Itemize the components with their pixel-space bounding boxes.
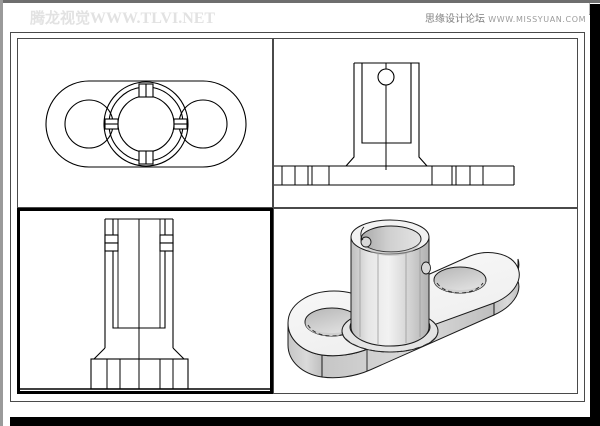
cylinder-edge-lines — [359, 249, 421, 344]
watermark-left: 腾龙视觉WWW.TLVI.NET — [30, 7, 215, 28]
watermark-right-url: WWW.MISSYUAN.COM — [488, 15, 587, 24]
watermark-right-cjk: 思缘设计论坛 — [425, 14, 485, 25]
boss-mid-circle — [108, 86, 184, 162]
header-bar: 腾龙视觉WWW.TLVI.NET 思缘设计论坛 WWW.MISSYUAN.COM — [3, 3, 589, 30]
top-view-drawing — [45, 80, 247, 168]
side-elevation-drawing — [274, 62, 515, 186]
rim-notches — [360, 236, 431, 275]
flange-hole-left-counterbore — [307, 324, 357, 337]
keyway-notches — [104, 234, 174, 252]
window-bottom-shadow — [10, 417, 600, 426]
wall-notch-right — [421, 261, 431, 275]
viewport-front-elevation[interactable] — [17, 208, 273, 394]
boss-outer-circle — [103, 81, 189, 167]
rim-notch-left — [360, 236, 372, 248]
rim-notch-left-groove — [360, 226, 365, 241]
window-right-shadow — [590, 4, 600, 426]
cylinder-body — [350, 236, 430, 347]
boss-bore-circle — [117, 95, 175, 153]
viewport-isometric[interactable] — [273, 208, 578, 394]
base-divider-lines — [106, 359, 174, 389]
window-left-rail — [0, 0, 3, 426]
boss-base-ring-hidden — [341, 330, 439, 353]
isometric-drawing — [287, 219, 520, 379]
flange-hole-right-counterbore — [436, 282, 484, 294]
flange-hole-right-bottom — [434, 280, 486, 293]
viewport-grid — [17, 38, 578, 394]
window-top-rail — [0, 0, 600, 3]
base-detail-lines — [281, 166, 484, 185]
cylinder-bore-wall — [361, 239, 421, 256]
keyway-slot-inner-lines — [105, 84, 187, 164]
watermark-left-url: WWW.TLVI.NET — [90, 10, 216, 27]
front-elevation-drawing — [20, 218, 270, 390]
cross-hole — [377, 68, 395, 86]
viewport-side-elevation[interactable] — [273, 38, 578, 208]
watermark-left-cjk: 腾龙视觉 — [30, 9, 91, 27]
plate-outline — [45, 80, 247, 168]
watermark-right: 思缘设计论坛 WWW.MISSYUAN.COM — [425, 10, 586, 25]
viewport-top-view[interactable] — [17, 38, 273, 208]
boss-flare — [93, 347, 185, 360]
